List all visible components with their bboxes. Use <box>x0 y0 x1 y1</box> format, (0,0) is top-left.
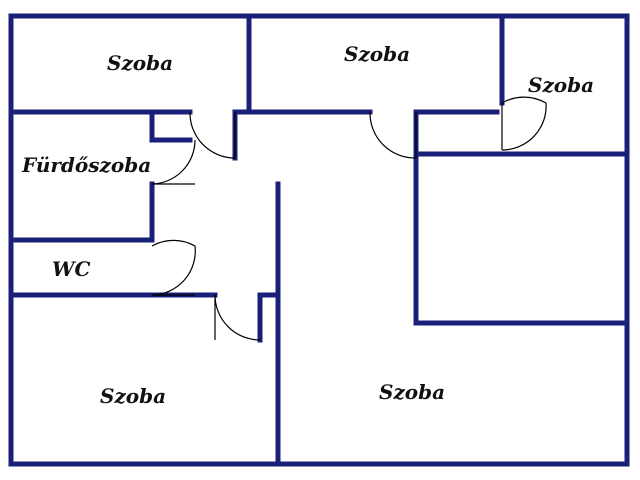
room-label-szoba-bottom-right: Szoba <box>379 380 445 404</box>
room-label-szoba-top-left: Szoba <box>107 51 173 75</box>
door-swing-top-right <box>501 96 547 151</box>
walls <box>8 13 630 467</box>
door-swing-bottom-left <box>214 294 261 341</box>
room-labels: Szoba Szoba Szoba Fürdőszoba WC Szoba Sz… <box>21 42 594 408</box>
door-swing-top-middle <box>369 111 417 159</box>
room-label-wc: WC <box>52 257 90 281</box>
door-swing-wc <box>151 239 196 296</box>
room-label-szoba-top-middle: Szoba <box>344 42 410 66</box>
room-label-furdoszoba: Fürdőszoba <box>21 153 151 177</box>
doors <box>151 96 547 341</box>
door-swing-top-left <box>189 111 236 159</box>
door-swing-bathroom <box>151 139 196 185</box>
room-label-szoba-top-right: Szoba <box>528 73 594 97</box>
room-label-szoba-bottom-left: Szoba <box>100 384 166 408</box>
